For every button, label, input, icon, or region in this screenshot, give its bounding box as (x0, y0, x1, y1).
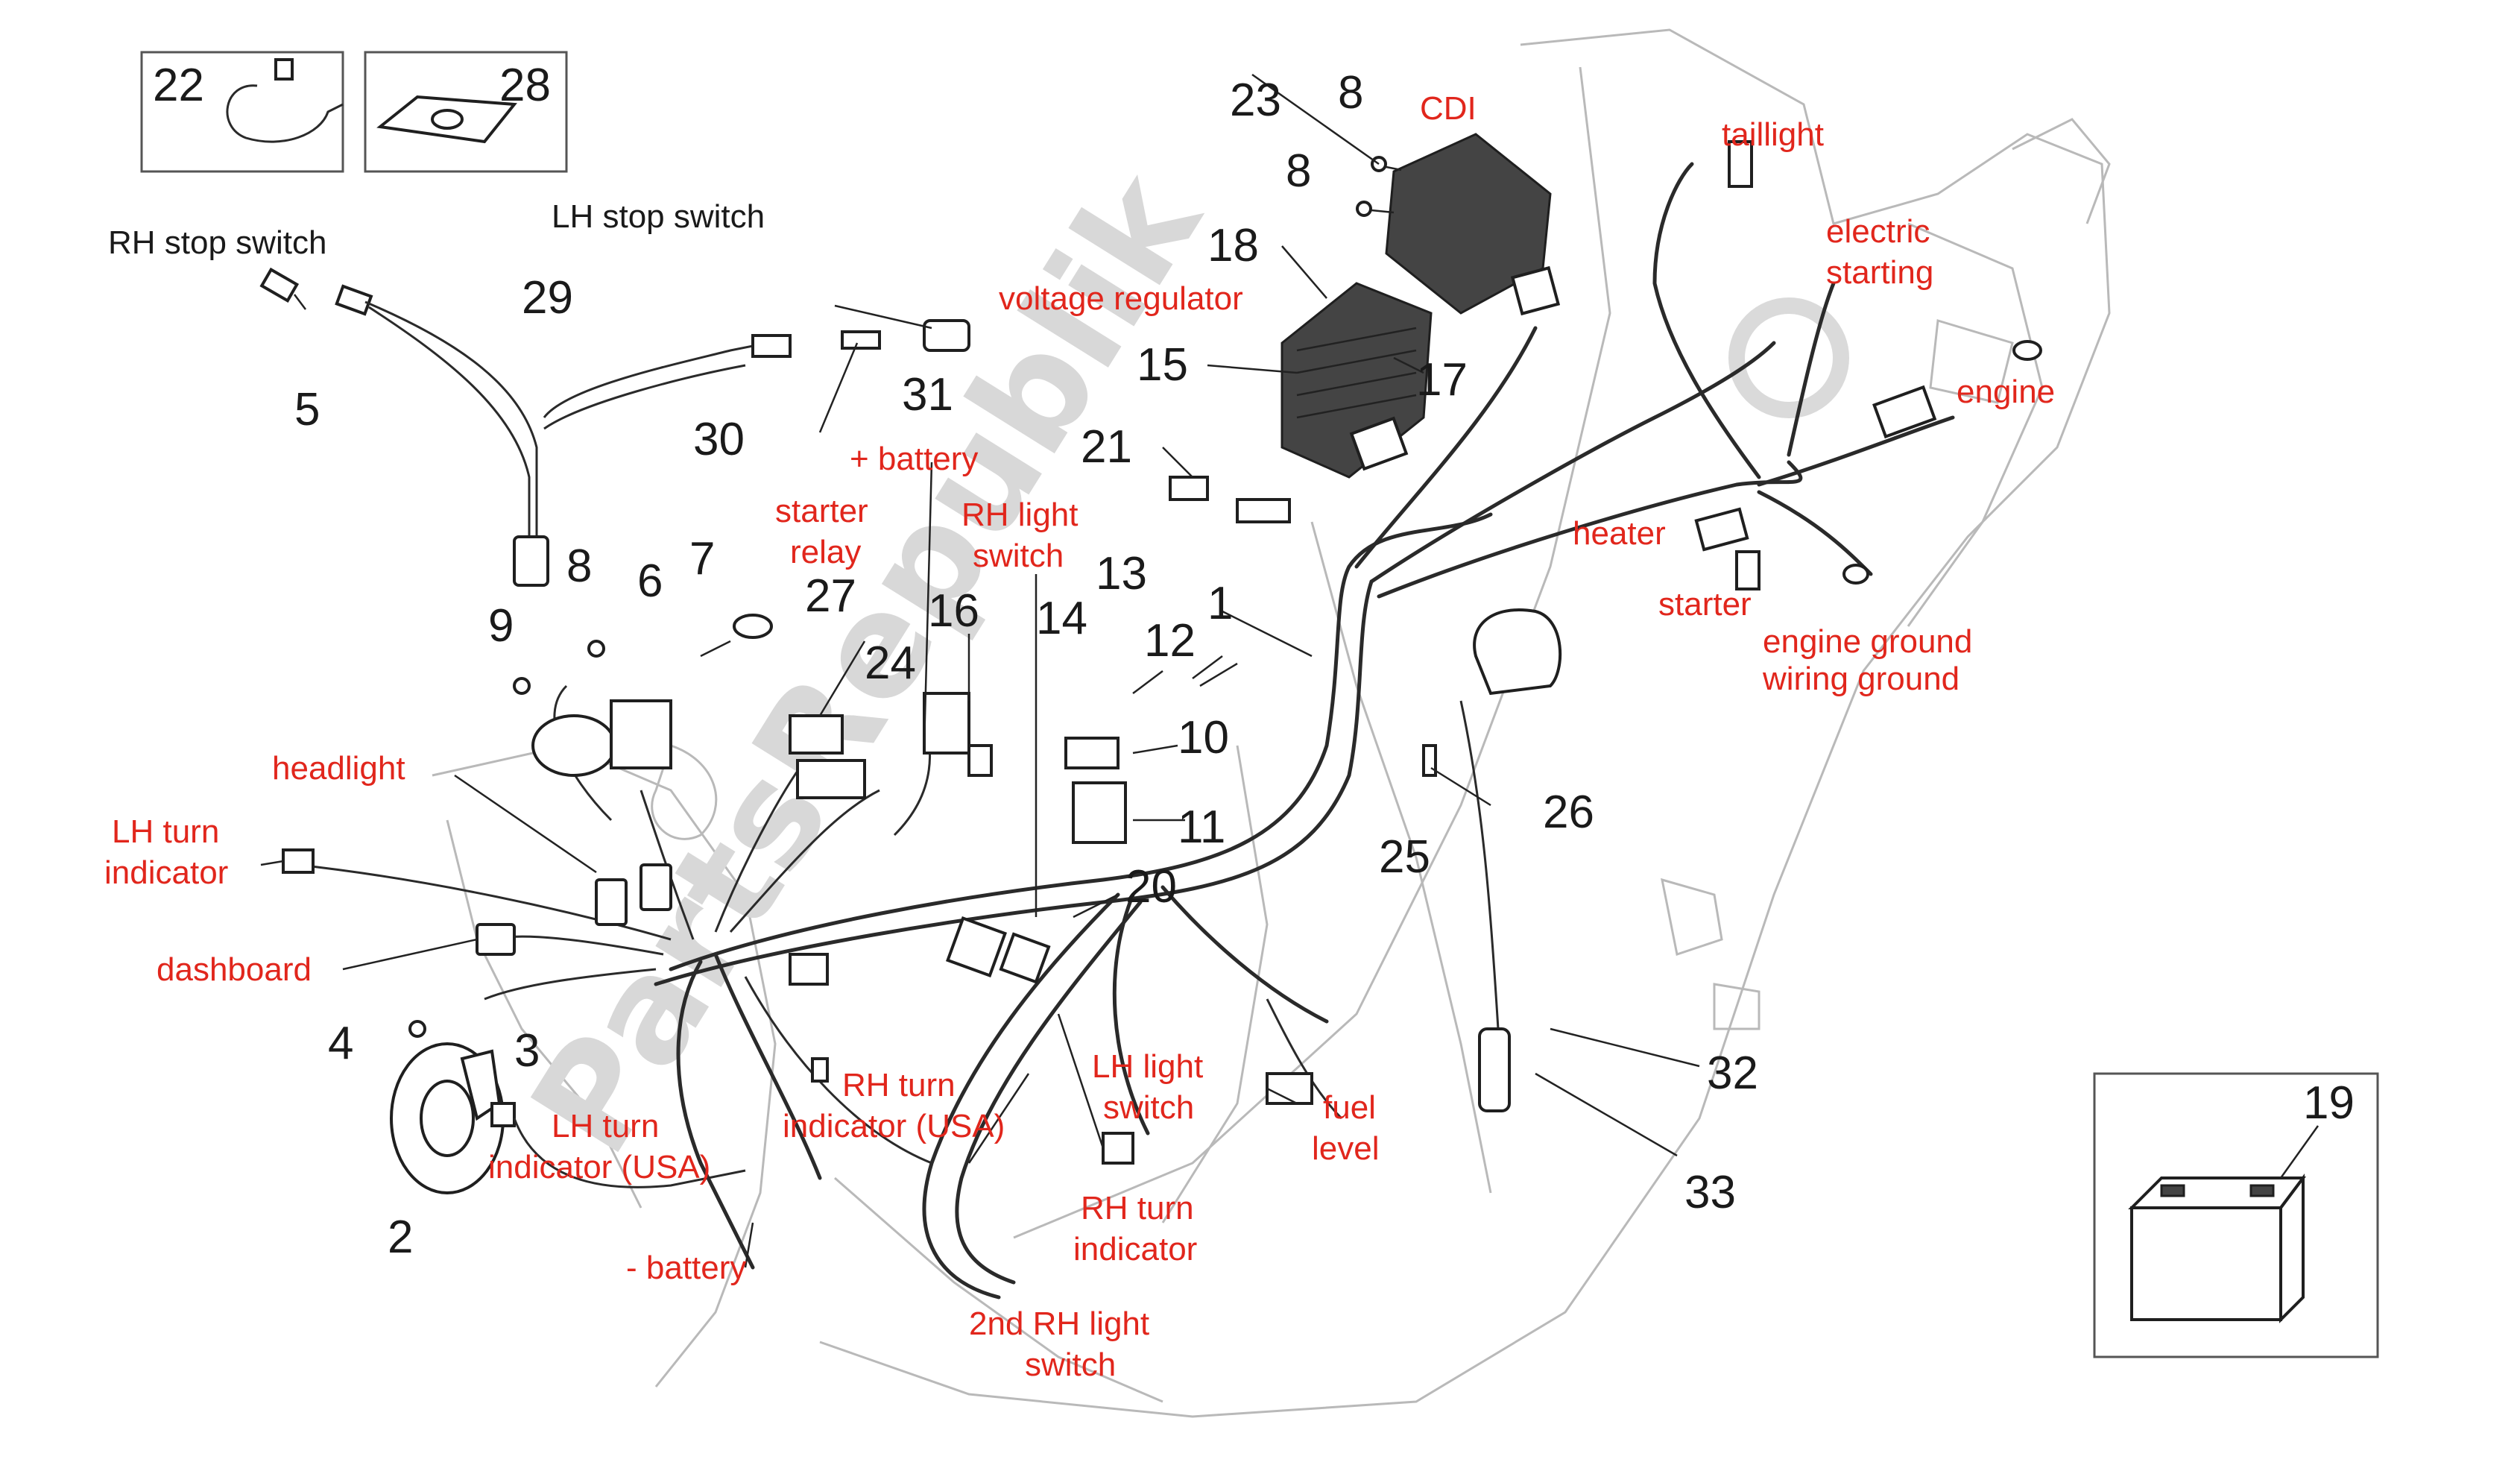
minus-battery-label: - battery (626, 1250, 746, 1286)
part-number: 12 (1144, 615, 1196, 667)
leader-lines (260, 73, 2320, 1268)
fuel-level-label-2: level (1312, 1130, 1380, 1167)
part-number: 7 (689, 533, 715, 585)
part-number: 29 (522, 272, 573, 324)
rh-light-switch-label-1: RH light (961, 497, 1079, 533)
red-labels: CDI voltage regulator + battery starter … (104, 90, 2055, 1383)
part-number: 3 (514, 1025, 540, 1077)
part-number: 19 (2303, 1077, 2355, 1129)
dashboard-label: dashboard (157, 951, 312, 988)
rh-turn-usa-label-2: indicator (USA) (783, 1108, 1005, 1144)
part-number: 6 (637, 555, 663, 607)
part-number: 27 (805, 570, 856, 622)
inset-22 (140, 51, 344, 173)
rh-light-switch-label-2: switch (973, 538, 1064, 574)
part-number: 13 (1096, 548, 1147, 599)
part-number: 8 (1338, 67, 1363, 119)
part-number: 18 (1207, 220, 1259, 271)
heater-label: heater (1573, 515, 1666, 552)
voltage-regulator (1280, 282, 1433, 479)
watermark-gear-icon (1728, 297, 1849, 418)
part-number: 17 (1416, 354, 1468, 406)
inset-19-battery (2093, 1072, 2379, 1358)
part-number: 20 (1125, 861, 1177, 913)
second-rh-light-switch-label-2: switch (1025, 1346, 1116, 1383)
part-number: 24 (865, 637, 916, 689)
rh-stop-switch-label: RH stop switch (108, 224, 326, 261)
rh-turn-usa-label-1: RH turn (842, 1067, 956, 1103)
lh-turn-usa-label-1: LH turn (552, 1108, 659, 1144)
starter-relay-label-2: relay (790, 534, 861, 570)
taillight-label: taillight (1722, 116, 1824, 153)
engine-ground-label: engine ground (1763, 623, 1972, 660)
part-number: 30 (693, 414, 745, 465)
part-number: 8 (1286, 145, 1311, 197)
part-number: 4 (328, 1018, 353, 1069)
plus-battery-label: + battery (850, 441, 978, 477)
starter-relay-label-1: starter (775, 493, 868, 529)
part-number: 23 (1230, 75, 1281, 126)
lh-turn-usa-label-2: indicator (USA) (488, 1149, 710, 1185)
part-number: 10 (1178, 712, 1229, 763)
starter-label: starter (1658, 586, 1752, 623)
part-number: 8 (566, 541, 592, 592)
part-number: 21 (1081, 421, 1132, 473)
part-number: 14 (1036, 593, 1087, 644)
rh-turn-indicator-label-1: RH turn (1081, 1190, 1194, 1226)
part-number: 22 (153, 60, 204, 111)
second-rh-light-switch-label-1: 2nd RH light (969, 1305, 1149, 1342)
lh-turn-indicator-label-2: indicator (104, 854, 228, 891)
lh-light-switch-label-1: LH light (1092, 1048, 1203, 1085)
cdi-label: CDI (1420, 90, 1477, 127)
part-number: 28 (499, 60, 551, 111)
part-number: 25 (1379, 831, 1430, 883)
lh-light-switch-label-2: switch (1103, 1089, 1194, 1126)
part-number: 9 (488, 600, 514, 652)
part-number: 26 (1543, 787, 1594, 838)
part-number: 15 (1137, 339, 1188, 391)
stop-switch-harness (259, 267, 970, 587)
fuel-level-label-1: fuel (1323, 1089, 1376, 1126)
part-number: 33 (1684, 1167, 1736, 1218)
part-numbers: 22 28 5 29 30 31 23 8 8 18 15 17 21 1 13… (153, 60, 2355, 1263)
part-number: 32 (1707, 1048, 1758, 1099)
part-number: 31 (902, 369, 953, 420)
cdi-unit (1356, 133, 1561, 316)
electric-starting-label-1: electric (1826, 213, 1930, 250)
part-number: 11 (1178, 801, 1225, 853)
part-number: 2 (388, 1212, 413, 1263)
headlight-label: headlight (272, 750, 405, 787)
rh-turn-indicator-label-2: indicator (1073, 1231, 1197, 1267)
part-number: 16 (928, 585, 979, 637)
electric-starting-label-2: starting (1826, 254, 1933, 291)
components (282, 140, 2042, 1194)
lh-stop-switch-label: LH stop switch (552, 198, 765, 235)
lh-turn-indicator-label-1: LH turn (112, 813, 219, 850)
part-number: 1 (1207, 578, 1233, 629)
engine-label: engine (1957, 374, 2055, 410)
inset-28 (364, 51, 568, 173)
black-labels: RH stop switch LH stop switch (108, 198, 765, 261)
main-harness (297, 162, 1955, 1300)
part-number: 5 (294, 384, 320, 435)
wiring-ground-label: wiring ground (1762, 661, 1960, 697)
voltage-regulator-label: voltage regulator (999, 280, 1243, 317)
